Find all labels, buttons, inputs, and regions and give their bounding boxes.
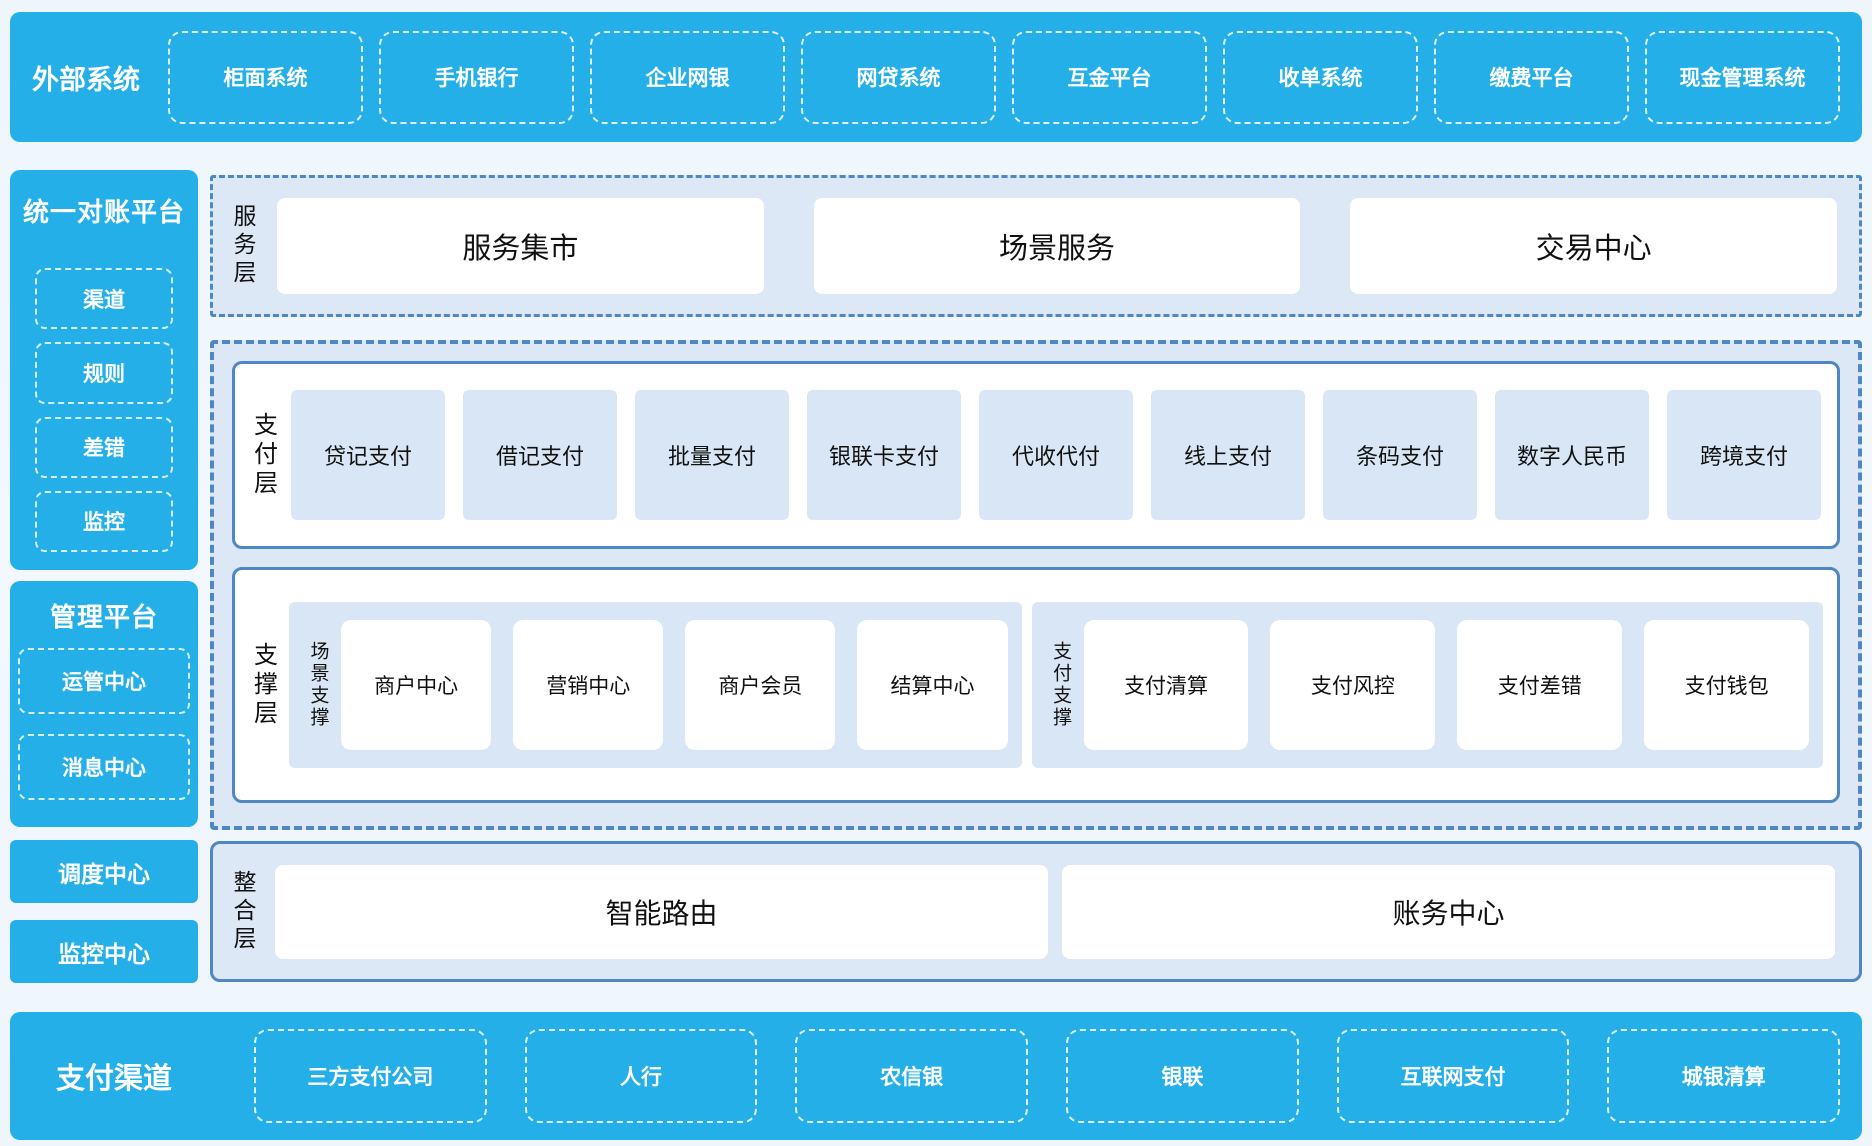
merchant-center-box: 商户中心 — [341, 620, 492, 750]
support-layer-label: 支撑层 — [249, 641, 277, 729]
channel-city-bank-clearing: 城银清算 — [1607, 1029, 1841, 1123]
accounting-center-box: 账务中心 — [1062, 864, 1835, 959]
scenario-support-group: 场景支撑 商户中心 营销中心 商户会员 结算中心 — [289, 602, 1022, 768]
payment-layer: 支付层 贷记支付 借记支付 批量支付 银联卡支付 代收代付 线上支付 条码支付 … — [232, 361, 1840, 549]
marketing-center-box: 营销中心 — [513, 620, 664, 750]
integration-layer-label: 整合层 — [230, 869, 256, 954]
external-systems-bar: 外部系统 柜面系统 手机银行 企业网银 网贷系统 互金平台 收单系统 缴费平台 … — [10, 12, 1862, 142]
left-sidebar: 统一对账平台 渠道 规则 差错 监控 管理平台 运管中心 消息中心 调度中心 监… — [10, 170, 198, 983]
payment-channels-bar: 支付渠道 三方支付公司 人行 农信银 银联 互联网支付 城银清算 — [10, 1012, 1862, 1140]
payment-layer-boxes: 贷记支付 借记支付 批量支付 银联卡支付 代收代付 线上支付 条码支付 数字人民… — [291, 390, 1821, 520]
dispatch-center-box: 调度中心 — [10, 840, 198, 903]
management-platform-panel: 管理平台 运管中心 消息中心 — [10, 581, 198, 827]
support-layer: 支撑层 场景支撑 商户中心 营销中心 商户会员 结算中心 — [232, 567, 1840, 803]
reconciliation-item-channel: 渠道 — [35, 268, 173, 330]
main-column: 服务层 服务集市 场景服务 交易中心 支付层 贷记支付 借记支付 批量支付 银联… — [210, 170, 1862, 983]
integration-layer-boxes: 智能路由 账务中心 — [275, 864, 1835, 959]
channel-rural-credit-bank: 农信银 — [795, 1029, 1029, 1123]
payment-support-group: 支付支撑 支付清算 支付风控 支付差错 支付钱包 — [1031, 602, 1823, 768]
channel-third-party-payment: 三方支付公司 — [254, 1029, 487, 1123]
external-system-counter: 柜面系统 — [168, 30, 363, 124]
service-layer-label-wrap: 服务层 — [223, 204, 263, 288]
support-layer-label-wrap: 支撑层 — [243, 602, 283, 768]
management-item-message-center: 消息中心 — [18, 734, 190, 800]
barcode-payment-box: 条码支付 — [1323, 390, 1477, 520]
collection-payment-box: 代收代付 — [979, 390, 1133, 520]
payment-support-label: 支付支撑 — [1050, 641, 1072, 729]
payment-risk-control-box: 支付风控 — [1270, 620, 1436, 750]
payment-layer-label: 支付层 — [249, 411, 277, 499]
unionpay-card-payment-box: 银联卡支付 — [807, 390, 961, 520]
digital-rmb-box: 数字人民币 — [1495, 390, 1649, 520]
reconciliation-platform-panel: 统一对账平台 渠道 规则 差错 监控 — [10, 170, 198, 570]
payment-support-boxes: 支付清算 支付风控 支付差错 支付钱包 — [1083, 620, 1810, 750]
monitoring-center-box: 监控中心 — [10, 920, 198, 983]
scenario-service-box: 场景服务 — [813, 198, 1301, 294]
settlement-center-box: 结算中心 — [857, 620, 1008, 750]
scenario-support-label: 场景支撑 — [307, 641, 329, 729]
integration-layer-label-wrap: 整合层 — [223, 870, 263, 954]
scenario-support-label-wrap: 场景支撑 — [303, 641, 333, 729]
payment-error-box: 支付差错 — [1457, 620, 1623, 750]
online-payment-box: 线上支付 — [1151, 390, 1305, 520]
payment-support-container: 支付层 贷记支付 借记支付 批量支付 银联卡支付 代收代付 线上支付 条码支付 … — [210, 340, 1862, 830]
batch-payment-box: 批量支付 — [635, 390, 789, 520]
external-system-internet-finance: 互金平台 — [1012, 30, 1207, 124]
payment-channels-items: 三方支付公司 人行 农信银 银联 互联网支付 城银清算 — [254, 1029, 1841, 1123]
integration-layer: 整合层 智能路由 账务中心 — [210, 841, 1862, 982]
reconciliation-item-errors: 差错 — [35, 416, 173, 478]
external-system-mobile-banking: 手机银行 — [379, 30, 574, 124]
trade-center-box: 交易中心 — [1350, 198, 1838, 294]
management-item-operations-center: 运管中心 — [18, 648, 190, 714]
payment-support-label-wrap: 支付支撑 — [1046, 641, 1076, 729]
service-market-box: 服务集市 — [277, 198, 764, 294]
channel-internet-payment: 互联网支付 — [1336, 1029, 1570, 1123]
channel-unionpay: 银联 — [1066, 1029, 1299, 1123]
external-systems-items: 柜面系统 手机银行 企业网银 网贷系统 互金平台 收单系统 缴费平台 现金管理系… — [168, 30, 1840, 124]
reconciliation-item-rules: 规则 — [35, 342, 173, 404]
merchant-member-box: 商户会员 — [685, 620, 836, 750]
external-system-online-loan: 网贷系统 — [801, 30, 996, 124]
payment-channels-title: 支付渠道 — [56, 1063, 173, 1095]
cross-border-payment-box: 跨境支付 — [1667, 390, 1821, 520]
payment-layer-label-wrap: 支付层 — [243, 390, 283, 520]
external-system-bill-payment: 缴费平台 — [1434, 30, 1629, 124]
credit-payment-box: 贷记支付 — [291, 390, 445, 520]
external-system-corporate-ebank: 企业网银 — [590, 30, 785, 124]
support-layer-groups: 场景支撑 商户中心 营销中心 商户会员 结算中心 支付支撑 — [289, 602, 1823, 768]
channel-pboc: 人行 — [524, 1029, 758, 1123]
reconciliation-platform-title: 统一对账平台 — [22, 197, 185, 227]
smart-routing-box: 智能路由 — [275, 864, 1048, 959]
service-layer-boxes: 服务集市 场景服务 交易中心 — [277, 198, 1838, 294]
debit-payment-box: 借记支付 — [463, 390, 617, 520]
payment-clearing-box: 支付清算 — [1083, 620, 1249, 750]
management-platform-title: 管理平台 — [49, 602, 158, 632]
service-layer: 服务层 服务集市 场景服务 交易中心 — [210, 175, 1862, 317]
service-layer-label: 服务层 — [230, 204, 256, 288]
external-system-acquiring: 收单系统 — [1223, 30, 1418, 124]
middle-region: 统一对账平台 渠道 规则 差错 监控 管理平台 运管中心 消息中心 调度中心 监… — [10, 170, 1862, 983]
external-systems-title: 外部系统 — [32, 64, 140, 95]
external-system-cash-management: 现金管理系统 — [1645, 30, 1840, 124]
reconciliation-item-monitoring: 监控 — [35, 490, 173, 552]
payment-wallet-box: 支付钱包 — [1644, 620, 1810, 750]
scenario-support-boxes: 商户中心 营销中心 商户会员 结算中心 — [341, 620, 1008, 750]
